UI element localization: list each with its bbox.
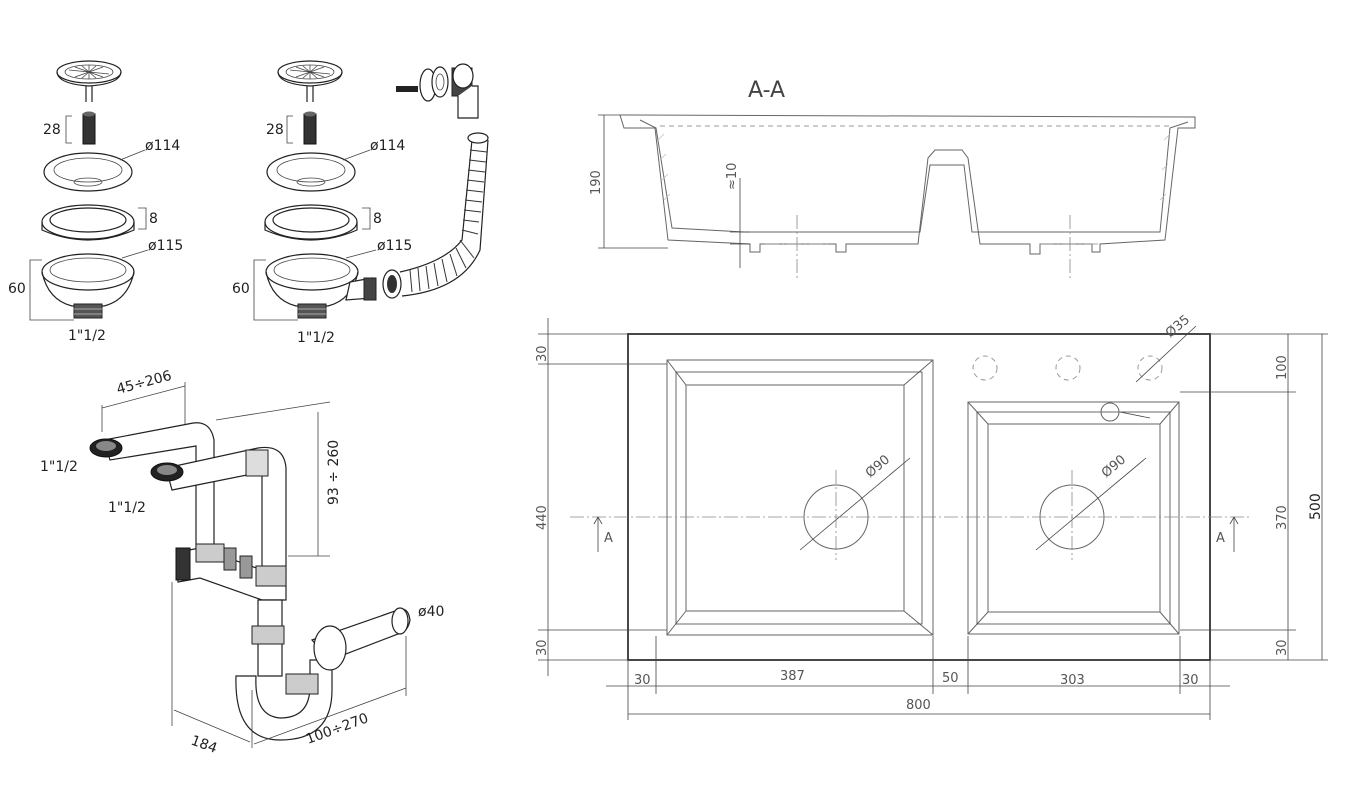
plan-dim-bottom-left-bowl: 387 (780, 669, 805, 684)
plan-drain-right: Ø90 (1099, 452, 1129, 481)
overflow-hose-icon (382, 132, 489, 299)
plan-right-dimensions: 100 370 30 500 (1180, 333, 1328, 661)
flange-icon (43, 152, 133, 192)
strainer-right-dim-flange: ø114 (370, 138, 405, 154)
right-bowl: Ø90 (967, 401, 1180, 635)
plan-drain-left: Ø90 (863, 452, 893, 481)
gasket-icon (41, 204, 135, 241)
plan-tap-hole: Ø35 (1163, 312, 1193, 341)
plan-dim-bottom-divider: 50 (942, 671, 959, 686)
gasket-icon (264, 204, 358, 241)
strainer-left-thread: 1"1/2 (68, 328, 106, 344)
siphon-inlet-2: 1"1/2 (108, 500, 146, 516)
plan-dim-right-top: 100 (1275, 355, 1290, 380)
section-title: A-A (748, 78, 785, 103)
plan-dim-bottom-rim-left: 30 (634, 673, 651, 688)
section-mark-left: A (604, 531, 613, 546)
strainer-right-dim-height: 60 (232, 281, 250, 297)
plan-dim-overall-depth: 500 (1308, 493, 1324, 520)
sink-plan-view: Ø90 Ø90 Ø35 (535, 312, 1328, 720)
siphon-inlet-1: 1"1/2 (40, 459, 78, 475)
plan-dim-left-bottom: 30 (535, 639, 550, 656)
strainer-basket-icon (277, 60, 343, 102)
strainer-left-dim-height: 60 (8, 281, 26, 297)
siphon-dim-height: 93 ÷ 260 (326, 440, 342, 505)
strainer-right-dim-screw: 28 (266, 122, 284, 138)
strainer-basket-icon (56, 60, 122, 102)
plan-dim-right-mid: 370 (1275, 505, 1290, 530)
section-dim-rim: ≈10 (725, 163, 740, 190)
plan-dim-left-mid: 440 (535, 505, 550, 530)
siphon-dim-depth: 184 (189, 733, 220, 757)
strainer-left-dim-bowl: ø115 (148, 238, 183, 254)
plan-dim-overall-width: 800 (906, 698, 931, 713)
plan-left-dimensions: 30 440 30 (535, 318, 667, 676)
section-dim-height: 190 (589, 170, 604, 195)
strainer-left-dim-flange: ø114 (145, 138, 180, 154)
strainer-bowl-icon (41, 253, 135, 319)
screw-icon (82, 111, 96, 145)
left-bowl: Ø90 (666, 359, 934, 636)
plan-dim-bottom-right-bowl: 303 (1060, 673, 1085, 688)
siphon-assembly: 45÷206 1"1/2 1"1/2 93 ÷ 260 (40, 368, 444, 757)
tap-holes: Ø35 (972, 312, 1197, 383)
flange-icon (266, 152, 356, 192)
strainer-right-assembly: 28 ø114 8 ø115 60 1"1/2 (232, 60, 489, 346)
strainer-left-dim-screw: 28 (43, 122, 61, 138)
plan-dim-left-top: 30 (535, 345, 550, 362)
strainer-right-thread: 1"1/2 (297, 330, 335, 346)
plan-dim-bottom-rim-right: 30 (1182, 673, 1199, 688)
plan-bottom-dimensions: 30 387 50 303 30 800 (606, 636, 1230, 720)
strainer-right-dim-bowl: ø115 (377, 238, 412, 254)
section-mark-right: A (1216, 531, 1225, 546)
siphon-dim-outlet: ø40 (418, 604, 444, 620)
strainer-left-dim-gasket: 8 (149, 211, 158, 227)
strainer-bowl-icon (265, 253, 377, 319)
plan-dim-right-bottom: 30 (1275, 639, 1290, 656)
sink-section-view: A-A 190 ≈10 (589, 78, 1196, 278)
overflow-cap-icon (396, 63, 479, 119)
siphon-dim-extension: 45÷206 (115, 368, 174, 398)
screw-icon (303, 111, 317, 145)
strainer-right-dim-gasket: 8 (373, 211, 382, 227)
strainer-left-assembly: 28 ø114 8 ø115 60 1"1/2 (8, 60, 183, 344)
